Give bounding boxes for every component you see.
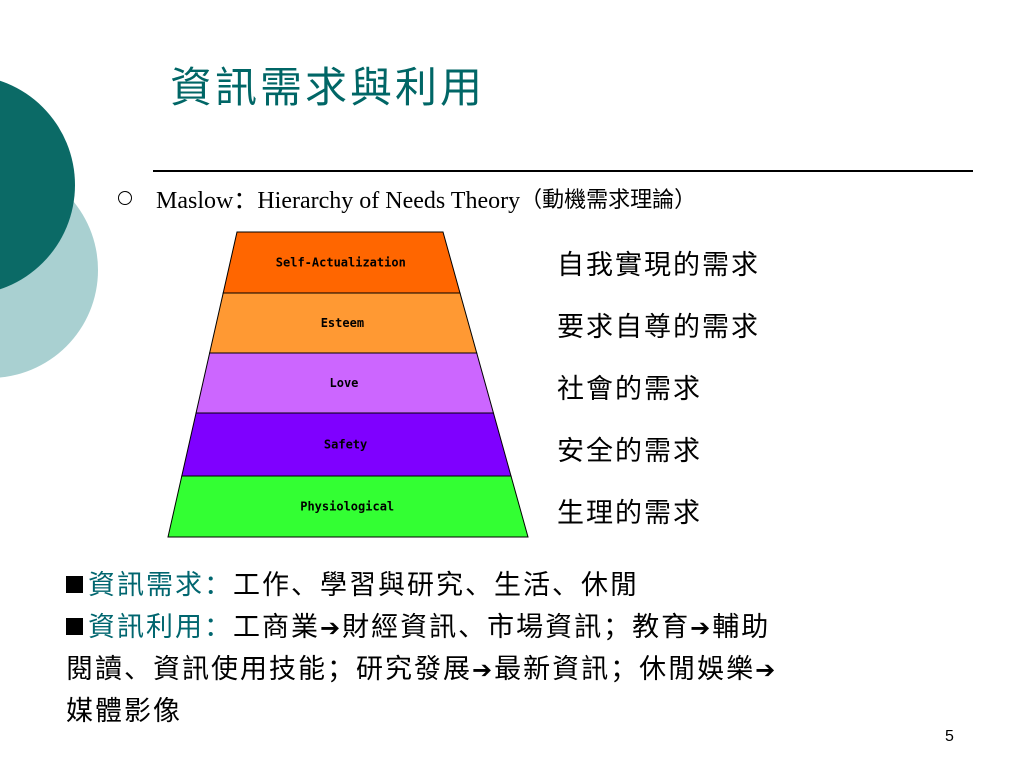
need-safety: 安全的需求 <box>557 436 702 467</box>
info-use-seg6: 媒體影像 <box>66 696 182 727</box>
need-esteem: 要求自尊的需求 <box>557 312 760 343</box>
arrow-right-icon: ➔ <box>472 656 495 684</box>
need-physiological: 生理的需求 <box>557 498 702 529</box>
pyramid-label-love: Love <box>330 376 359 390</box>
arrow-right-icon: ➔ <box>690 614 713 642</box>
info-need-label: 資訊需求： <box>88 570 233 601</box>
maslow-bullet-text: Maslow：Hierarchy of Needs Theory <box>156 188 521 214</box>
pyramid-level-physiological <box>167 475 529 538</box>
decorative-circles <box>0 80 98 378</box>
info-use-label: 資訊利用： <box>88 612 233 643</box>
pyramid-label-physiological: Physiological <box>300 500 394 514</box>
need-social: 社會的需求 <box>557 374 702 405</box>
page-number: 5 <box>945 728 954 745</box>
maslow-bullet-paren: （動機需求理論） <box>520 187 697 213</box>
maslow-pyramid: Self-ActualizationEsteemLoveSafetyPhysio… <box>167 231 529 538</box>
info-needs-section: 資訊需求：工作、學習與研究、生活、休閒 資訊利用：工商業➔財經資訊、市場資訊；教… <box>66 565 926 733</box>
slide-title: 資訊需求與利用 <box>170 63 486 112</box>
info-use-seg5: 最新資訊；休閒娛樂 <box>494 654 756 685</box>
info-need-row: 資訊需求：工作、學習與研究、生活、休閒 <box>66 565 926 607</box>
circle-bullet-icon <box>118 190 132 205</box>
pyramid-label-esteem: Esteem <box>321 316 364 330</box>
maslow-bullet: Maslow：Hierarchy of Needs Theory （動機需求理論… <box>118 180 696 215</box>
info-use-seg1: 工商業 <box>233 612 320 643</box>
square-bullet-icon <box>66 618 83 635</box>
info-use-seg4: 閱讀、資訊使用技能；研究發展 <box>66 654 472 685</box>
dark-teal-circle <box>0 80 75 290</box>
info-need-text: 工作、學習與研究、生活、休閒 <box>233 570 639 601</box>
info-use-row-continued: 閱讀、資訊使用技能；研究發展➔最新資訊；休閒娛樂➔ <box>66 649 926 691</box>
info-use-row: 資訊利用：工商業➔財經資訊、市場資訊；教育➔輔助 <box>66 607 926 649</box>
arrow-right-icon: ➔ <box>755 656 778 684</box>
info-use-seg3: 輔助 <box>712 612 771 643</box>
title-divider <box>153 170 973 172</box>
square-bullet-icon <box>66 576 83 593</box>
arrow-right-icon: ➔ <box>320 614 343 642</box>
info-use-seg2: 財經資訊、市場資訊；教育 <box>342 612 691 643</box>
pyramid-label-safety: Safety <box>324 438 367 452</box>
need-self-actualization: 自我實現的需求 <box>557 250 760 281</box>
pyramid-label-self-actualization: Self-Actualization <box>276 256 406 270</box>
info-use-row-end: 媒體影像 <box>66 691 926 733</box>
